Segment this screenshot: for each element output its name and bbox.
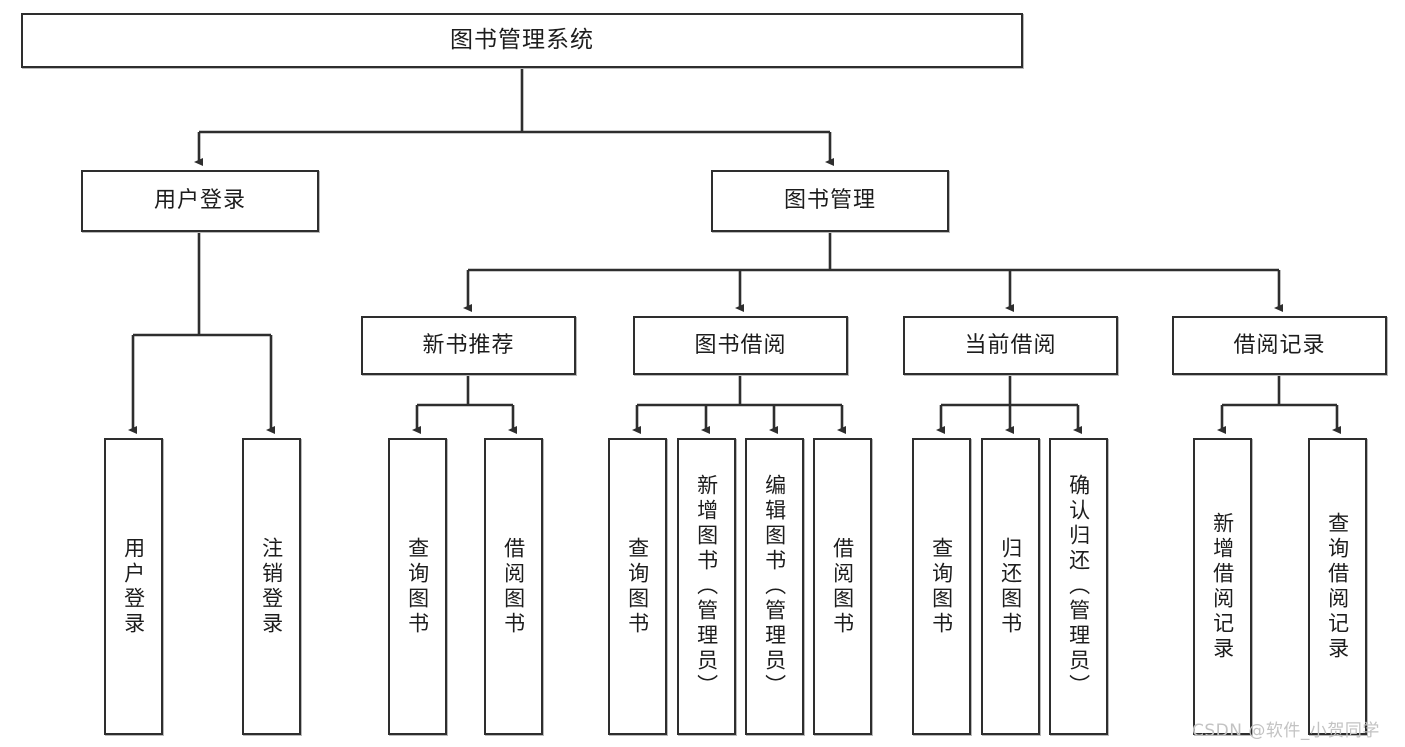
leaf-borrow-borrow-book[interactable]: 借阅图书 <box>813 438 872 735</box>
leaf-borrow-edit-book-admin[interactable]: 编辑图书（管理员） <box>745 438 804 735</box>
node-label: 用户登录 <box>153 188 246 214</box>
node-label: 确认归还（管理员） <box>1066 474 1091 699</box>
node-label: 注销登录 <box>259 536 284 637</box>
node-label: 图书借阅 <box>694 332 787 358</box>
node-label: 编辑图书（管理员） <box>762 474 787 699</box>
node-label: 借阅记录 <box>1233 332 1326 358</box>
node-label: 新增借阅记录 <box>1210 511 1235 662</box>
node-user-login[interactable]: 用户登录 <box>81 170 319 232</box>
node-label: 查询图书 <box>929 536 954 637</box>
node-label: 图书管理系统 <box>450 27 594 54</box>
node-label: 归还图书 <box>998 536 1023 637</box>
node-label: 用户登录 <box>121 536 146 637</box>
node-book-borrow[interactable]: 图书借阅 <box>633 316 848 375</box>
leaf-borrow-query-book[interactable]: 查询图书 <box>608 438 667 735</box>
node-label: 新增图书（管理员） <box>694 474 719 699</box>
leaf-record-query-record[interactable]: 查询借阅记录 <box>1308 438 1367 735</box>
leaf-current-query-book[interactable]: 查询图书 <box>912 438 971 735</box>
node-new-book-recommend[interactable]: 新书推荐 <box>361 316 576 375</box>
node-label: 当前借阅 <box>964 332 1057 358</box>
csdn-watermark: CSDN @软件_小贺同学 <box>1192 721 1380 741</box>
node-label: 新书推荐 <box>422 332 515 358</box>
node-label: 查询图书 <box>625 536 650 637</box>
node-label: 借阅图书 <box>501 536 526 637</box>
node-label: 图书管理 <box>783 188 876 214</box>
leaf-current-return-book[interactable]: 归还图书 <box>981 438 1040 735</box>
leaf-current-confirm-return-admin[interactable]: 确认归还（管理员） <box>1049 438 1108 735</box>
node-label: 借阅图书 <box>830 536 855 637</box>
leaf-user-login-login[interactable]: 用户登录 <box>104 438 163 735</box>
node-borrow-record[interactable]: 借阅记录 <box>1172 316 1387 375</box>
leaf-recommend-query-book[interactable]: 查询图书 <box>388 438 447 735</box>
node-root-system[interactable]: 图书管理系统 <box>21 13 1023 68</box>
node-label: 查询图书 <box>405 536 430 637</box>
leaf-record-add-record[interactable]: 新增借阅记录 <box>1193 438 1252 735</box>
leaf-recommend-borrow-book[interactable]: 借阅图书 <box>484 438 543 735</box>
leaf-borrow-add-book-admin[interactable]: 新增图书（管理员） <box>677 438 736 735</box>
leaf-user-login-logout[interactable]: 注销登录 <box>242 438 301 735</box>
node-label: 查询借阅记录 <box>1325 511 1350 662</box>
node-current-borrow[interactable]: 当前借阅 <box>903 316 1118 375</box>
node-book-management[interactable]: 图书管理 <box>711 170 949 232</box>
